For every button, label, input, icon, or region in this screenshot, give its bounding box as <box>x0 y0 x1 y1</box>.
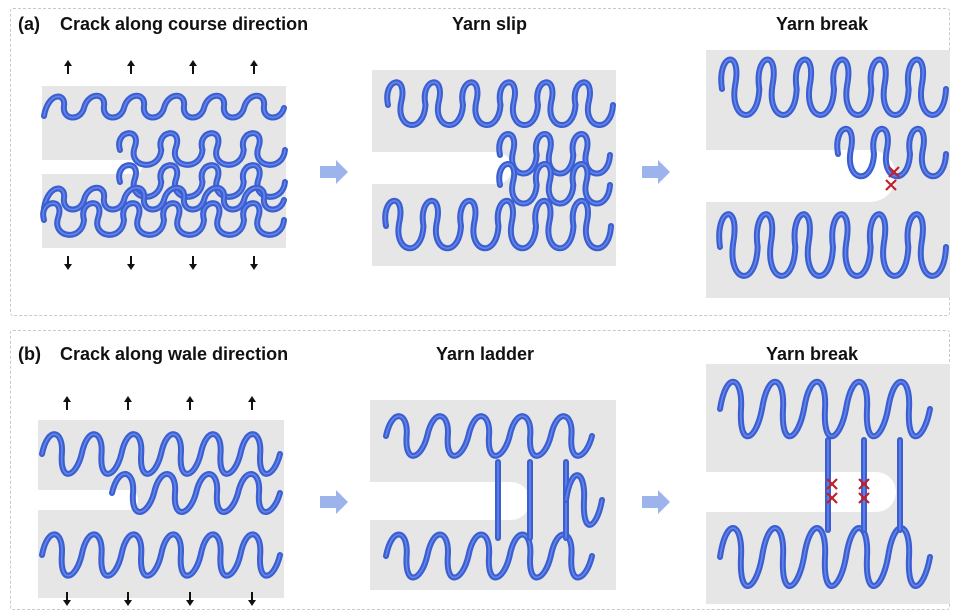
crack-notch <box>38 490 138 510</box>
tension-arrow-up-2 <box>186 396 194 410</box>
flow-arrow <box>320 160 348 184</box>
tension-arrow-up-3 <box>250 60 258 74</box>
tension-arrow-down-0 <box>64 256 72 270</box>
tension-arrow-down-2 <box>189 256 197 270</box>
tension-arrow-up-3 <box>248 396 256 410</box>
panel-b-flow-2 <box>642 490 670 514</box>
crack-opening <box>370 482 530 520</box>
flow-arrow <box>642 490 670 514</box>
panel-a-stage-1-fabric <box>42 60 286 270</box>
tension-arrow-down-1 <box>127 256 135 270</box>
panel-b-stage-1-fabric <box>38 396 284 606</box>
tension-arrow-up-1 <box>127 60 135 74</box>
panel-b-stage-2-fabric <box>370 400 616 590</box>
crack-opening <box>372 152 512 184</box>
tension-arrow-up-0 <box>63 396 71 410</box>
panel-b-stage-3-fabric <box>706 364 950 604</box>
flow-arrow <box>642 160 670 184</box>
panel-a-stage-2-fabric <box>372 70 616 266</box>
panel-a-flow-2 <box>642 160 670 184</box>
tension-arrow-up-0 <box>64 60 72 74</box>
crack-opening <box>706 472 896 512</box>
panel-a-stage-3-fabric <box>706 50 950 298</box>
panel-a-flow-1 <box>320 160 348 184</box>
tension-arrow-down-3 <box>250 256 258 270</box>
flow-arrow <box>320 490 348 514</box>
tension-arrow-up-1 <box>124 396 132 410</box>
panel-b-flow-1 <box>320 490 348 514</box>
tension-arrow-up-2 <box>189 60 197 74</box>
